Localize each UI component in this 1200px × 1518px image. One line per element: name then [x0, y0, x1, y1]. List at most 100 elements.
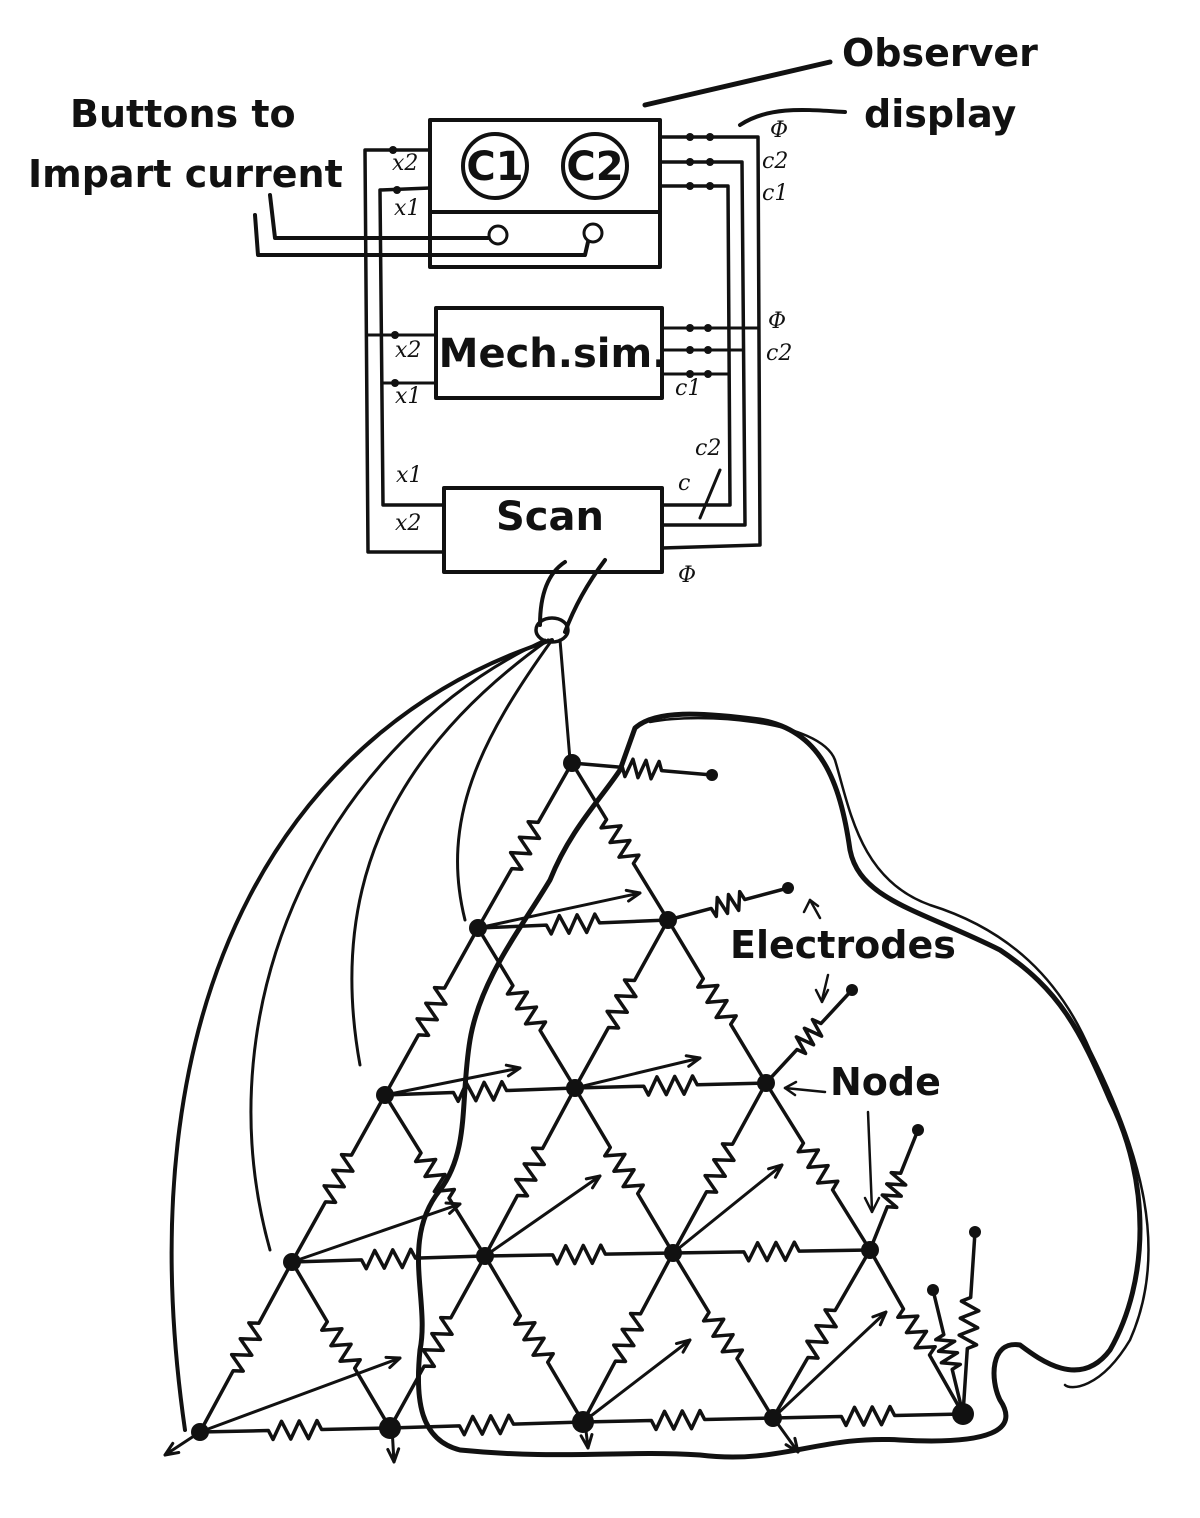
- resistor-n20-n31: [383, 1093, 487, 1258]
- node-n40: [191, 1423, 209, 1441]
- tissue-outline: [415, 711, 1150, 1460]
- electrode-lead-3: [868, 1128, 920, 1252]
- current-arrow-4: [483, 1174, 602, 1258]
- fan-cables: [169, 638, 572, 1432]
- resistor-n10-n11: [476, 912, 670, 936]
- gauge-c1: [461, 132, 529, 200]
- sig-x2-observer: x2: [392, 151, 418, 176]
- resistor-n10-n21: [476, 926, 577, 1090]
- observer-display: C1 C2: [428, 118, 662, 269]
- electrode-terminal: [969, 1226, 981, 1238]
- node-n42: [572, 1411, 594, 1433]
- electrode-terminal: [706, 769, 718, 781]
- sig-phi-mech: Φ: [768, 309, 786, 334]
- current-arrow-1: [383, 1063, 522, 1097]
- current-arrow-2: [573, 1054, 702, 1090]
- electrode-lead-5: [931, 1288, 965, 1416]
- electrode-lead-4: [957, 1230, 981, 1416]
- current-arrow-0: [476, 888, 642, 930]
- resistor-n21-n22: [573, 1074, 768, 1097]
- gauge-c1-label: C1: [466, 144, 523, 190]
- resistor-n43-n44: [771, 1404, 965, 1428]
- node-n43: [764, 1409, 782, 1427]
- sig-x1-mech: x1: [395, 384, 421, 409]
- sig-phi-observer: Φ: [770, 118, 788, 143]
- signal-labels: x2 x1 x2 x1 x1 x2 Φ c2 c1 Φ c2 c1 c2 c Φ: [392, 118, 792, 588]
- resistor-n30-n41: [290, 1260, 392, 1430]
- sig-c2-scan: c2: [695, 436, 721, 461]
- resistor-n31-n42: [483, 1254, 585, 1424]
- resistor-n33-n44: [868, 1248, 965, 1416]
- mech-sim-box: [434, 306, 664, 400]
- electrode-terminal: [912, 1124, 924, 1136]
- resistor-n30-n40: [198, 1260, 294, 1434]
- current-arrow-6: [198, 1355, 402, 1434]
- button-wire-1: [268, 193, 490, 240]
- module-wiring: [363, 133, 762, 554]
- resistor-network: [163, 754, 981, 1464]
- electrode-terminal: [782, 882, 794, 894]
- resistor-n21-n32: [573, 1086, 675, 1255]
- sig-c1-mech: c1: [675, 376, 701, 401]
- current-arrow-3: [290, 1201, 462, 1264]
- resistor-n30-n31: [290, 1247, 487, 1271]
- resistor-n22-n32: [671, 1081, 768, 1255]
- resistor-n22-n33: [764, 1081, 872, 1252]
- resistor-n32-n43: [671, 1251, 775, 1420]
- observer-label-line2: display: [864, 92, 1017, 136]
- current-arrow-5: [671, 1163, 784, 1255]
- resistor-n33-n43: [771, 1248, 872, 1420]
- resistor-n00-n11: [570, 761, 670, 922]
- resistor-n31-n32: [483, 1243, 675, 1266]
- resistor-n10-n20: [383, 926, 480, 1097]
- current-arrow-12: [773, 1418, 800, 1454]
- electrodes-label: Electrodes: [730, 923, 956, 967]
- label-pointers: [783, 898, 881, 1214]
- node-n10: [469, 919, 487, 937]
- node-n20: [376, 1086, 394, 1104]
- node-n41: [379, 1417, 401, 1439]
- sig-c1-observer: c1: [762, 181, 788, 206]
- gauge-c2: [561, 132, 629, 200]
- sig-x2-mech: x2: [395, 338, 421, 363]
- observer-pointer-curve: [738, 107, 847, 127]
- electrode-lead-0: [570, 757, 714, 781]
- resistor-n21-n31: [483, 1086, 577, 1258]
- sig-x1-observer: x1: [394, 196, 420, 221]
- mech-sim-label: Mech.sim.: [439, 331, 668, 377]
- resistor-n20-n21: [383, 1079, 577, 1104]
- node-n30: [283, 1253, 301, 1271]
- current-button-2[interactable]: [582, 222, 604, 244]
- sig-x2-scan: x2: [395, 511, 421, 536]
- observer-label-line1: Observer: [842, 31, 1038, 75]
- sig-c2-observer: c2: [762, 149, 788, 174]
- resistor-n11-n21: [573, 918, 670, 1090]
- electrode-lead-1: [666, 886, 790, 922]
- buttons-label-line2: Impart current: [28, 152, 343, 196]
- electrode-lead-2: [764, 988, 854, 1085]
- node-n21: [566, 1079, 584, 1097]
- resistor-n41-n42: [388, 1413, 585, 1437]
- buttons-label-line1: Buttons to: [70, 92, 296, 136]
- current-button-1[interactable]: [487, 224, 509, 246]
- observer-pointer-line: [642, 59, 833, 108]
- sig-c2-mech: c2: [766, 341, 792, 366]
- node-n44: [952, 1403, 974, 1425]
- sig-x1-scan: x1: [396, 463, 422, 488]
- resistor-n32-n33: [671, 1240, 872, 1263]
- resistor-n42-n43: [581, 1408, 775, 1432]
- node-n11: [659, 911, 677, 929]
- current-arrow-8: [771, 1310, 888, 1420]
- button-wire-2: [253, 213, 590, 257]
- sig-phi-scan: Φ: [678, 563, 696, 588]
- node-n33: [861, 1241, 879, 1259]
- electrode-terminal: [846, 984, 858, 996]
- node-label: Node: [830, 1060, 941, 1104]
- current-arrow-7: [581, 1338, 692, 1424]
- resistor-n40-n41: [198, 1418, 392, 1442]
- sig-c-scan: c: [678, 471, 690, 496]
- node-n00: [563, 754, 581, 772]
- scan-label: Scan: [496, 494, 604, 540]
- resistor-n32-n42: [581, 1251, 675, 1424]
